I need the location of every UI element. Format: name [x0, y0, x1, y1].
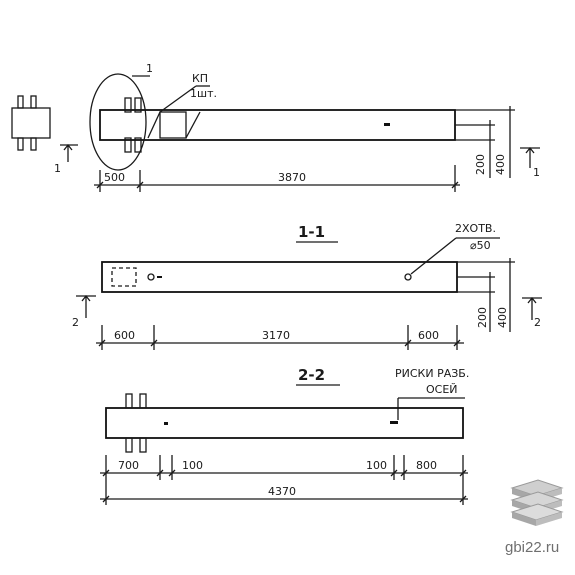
section-2-title: 2-2: [298, 366, 325, 384]
dim-top-left: 500: [104, 171, 125, 184]
dim-s2-a: 700: [118, 459, 139, 472]
dim-s2-b: 100: [182, 459, 203, 472]
hole-marker: [404, 273, 412, 281]
section-mark-2-right: 2: [534, 316, 541, 329]
section-mark-1-right: 1: [533, 166, 540, 179]
dim-top-main: 3870: [278, 171, 306, 184]
beam-section-1-body: [101, 261, 458, 293]
axis-marks-note: РИСКИ РАЗБ.: [395, 367, 469, 380]
beam-top-body: [99, 109, 456, 141]
callout-number: 1: [146, 62, 153, 75]
dim-s1-main: 3170: [262, 329, 290, 342]
dim-height-inner-top: 200: [474, 154, 487, 175]
end-view: [11, 95, 51, 151]
top-view: 1 КП 1шт. 200 400 1 1 500 3870: [11, 62, 540, 192]
dim-height-outer-s1: 400: [496, 307, 509, 328]
dim-s2-c: 100: [366, 459, 387, 472]
section-mark-1-left: 1: [54, 162, 61, 175]
section-mark-2-left: 2: [72, 316, 79, 329]
dim-s1-left: 600: [114, 329, 135, 342]
axis-marks-note-2: ОСЕЙ: [426, 383, 458, 396]
section-1-1: 1-1 2ХОТВ. ⌀50 200 400 2 2 600 3170 600: [72, 222, 542, 350]
watermark-site: gbi22.ru: [505, 539, 559, 556]
section-1-title: 1-1: [298, 223, 325, 241]
dim-s2-d: 800: [416, 459, 437, 472]
embedded-plate: [159, 111, 187, 139]
section-2-2: 2-2 РИСКИ РАЗБ. ОСЕЙ 700 100 100 800 437…: [100, 366, 469, 505]
holes-note: 2ХОТВ.: [455, 222, 496, 235]
dim-s1-right: 600: [418, 329, 439, 342]
plate-qty: 1шт.: [190, 87, 217, 100]
plate-label: КП: [192, 72, 208, 85]
dim-s2-total: 4370: [268, 485, 296, 498]
detail-ellipse: [89, 73, 147, 171]
beam-section-2-body: [105, 407, 464, 439]
stacked-slabs-icon: [510, 479, 564, 526]
dim-height-inner-s1: 200: [476, 307, 489, 328]
dim-height-outer-top: 400: [494, 154, 507, 175]
holes-diameter: ⌀50: [470, 239, 491, 252]
